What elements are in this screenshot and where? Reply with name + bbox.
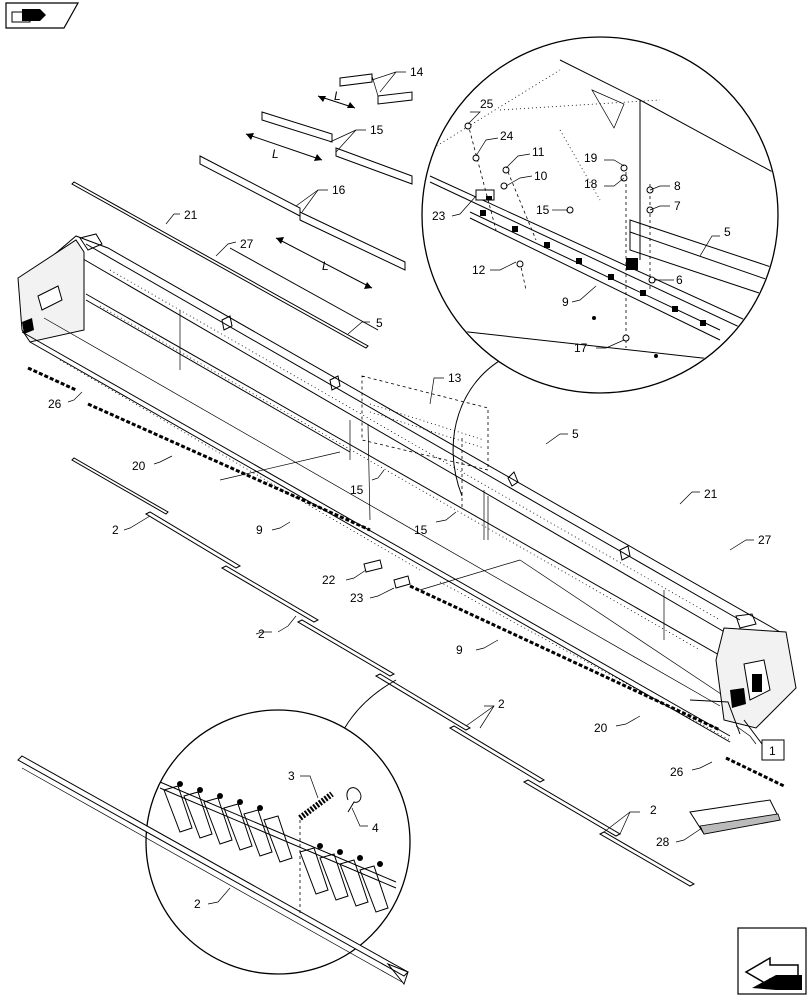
- detail-callout-8: 8: [674, 179, 681, 193]
- detail-callout-12: 12: [472, 263, 486, 277]
- callout-9: 9: [256, 523, 263, 537]
- callout-5: 5: [572, 427, 579, 441]
- callout-3: 3: [288, 769, 295, 783]
- callout-2: 2: [650, 803, 657, 817]
- callout-2: 2: [498, 697, 505, 711]
- callout-15: 15: [370, 123, 384, 137]
- callout-2: 2: [194, 897, 201, 911]
- callout-9: 9: [456, 643, 463, 657]
- detail-callout-24: 24: [500, 129, 514, 143]
- callout-13: 13: [448, 371, 462, 385]
- skid-plates-lower: [71, 457, 781, 887]
- detail-circle-upper: [421, 36, 779, 394]
- callout-2: 2: [258, 627, 265, 641]
- callout-23: 23: [350, 591, 364, 605]
- detail-callout-10: 10: [534, 169, 548, 183]
- callout-21: 21: [704, 487, 718, 501]
- callout-27: 27: [240, 237, 254, 251]
- detail-callout-17: 17: [574, 341, 588, 355]
- detail-callout-15: 15: [536, 203, 550, 217]
- callout-26: 26: [670, 765, 684, 779]
- callout-20: 20: [132, 459, 146, 473]
- callouts: 14 15 16 L L L 21 27 5 13 26 20 15 15 2 …: [48, 65, 776, 911]
- callout-21: 21: [184, 208, 198, 222]
- knife-strips: [27, 366, 785, 788]
- detail-callout-23: 23: [432, 209, 446, 223]
- dimension-l-15: L: [272, 147, 279, 161]
- callout-4: 4: [372, 821, 379, 835]
- callout-1: 1: [769, 744, 776, 758]
- detail-callout-9: 9: [562, 295, 569, 309]
- dimension-l-14: L: [334, 89, 341, 103]
- callout-20: 20: [594, 721, 608, 735]
- callout-arrow-upper: [452, 352, 518, 497]
- next-page-icon[interactable]: [737, 927, 807, 995]
- detail-callout-18: 18: [584, 177, 598, 191]
- detail-callout-6: 6: [676, 273, 683, 287]
- previous-page-icon[interactable]: [5, 2, 80, 29]
- callout-22: 22: [322, 573, 336, 587]
- detail-callout-25: 25: [480, 97, 494, 111]
- detail-callout-11: 11: [532, 145, 545, 159]
- detail-circle-lower: [17, 709, 411, 986]
- detail-callout-5: 5: [724, 225, 731, 239]
- callout-26: 26: [48, 397, 62, 411]
- callout-2: 2: [112, 523, 119, 537]
- header-frame: [17, 233, 797, 745]
- detail-callout-19: 19: [584, 151, 598, 165]
- callout-28: 28: [656, 835, 670, 849]
- detail-callout-7: 7: [674, 199, 681, 213]
- callout-15: 15: [414, 523, 428, 537]
- dimension-l-16: L: [322, 259, 329, 273]
- wear-strips-top: [199, 71, 413, 289]
- long-strips-upper: [71, 181, 379, 349]
- callout-16: 16: [332, 183, 346, 197]
- callout-15: 15: [350, 483, 364, 497]
- callout-5: 5: [376, 316, 383, 330]
- main-leaders: [67, 377, 785, 843]
- callout-14: 14: [410, 65, 424, 79]
- callout-27: 27: [758, 533, 772, 547]
